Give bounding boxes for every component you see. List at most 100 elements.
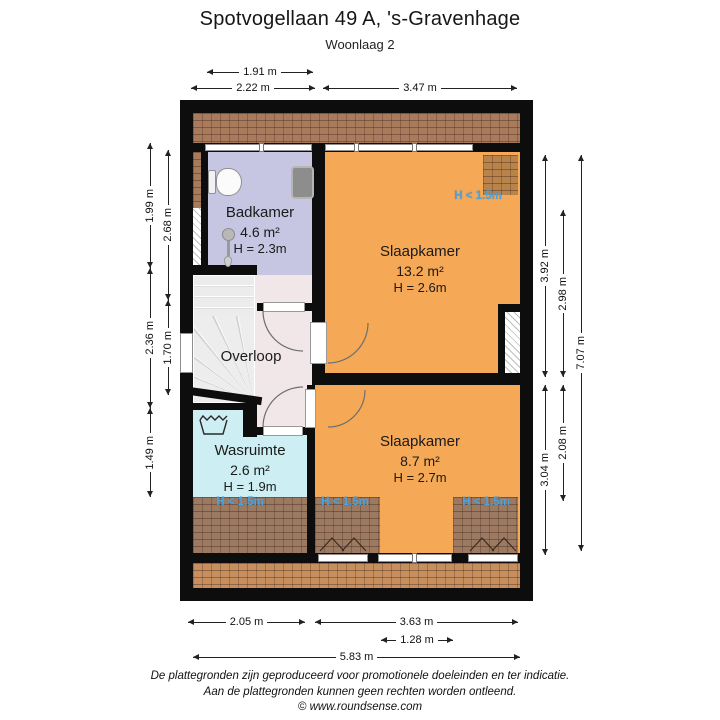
window-bottom-left	[318, 554, 368, 562]
dim-top-3: 3.47 m	[323, 81, 518, 95]
floorplan: Badkamer 4.6 m² H = 2.3m Slaapkamer 13.2…	[180, 100, 533, 601]
window-top-bathroom	[205, 144, 312, 151]
dim-right-3: 7.07 m	[574, 155, 588, 552]
dim-right-2: 2.98 m	[556, 210, 570, 378]
label-badkamer: Badkamer 4.6 m² H = 2.3m	[208, 203, 312, 258]
toilet-bowl-icon	[216, 168, 242, 196]
label-wasruimte: Wasruimte 2.6 m² H = 1.9m	[193, 441, 307, 496]
dim-label: 2.68 m	[162, 208, 174, 242]
window-bottom-right	[468, 554, 518, 562]
window-mullion	[259, 143, 264, 152]
wall-badkamer-left	[201, 152, 208, 275]
roof-patch-wasruimte	[193, 497, 307, 553]
disclaimer-line-2: Aan de plattegronden kunnen geen rechten…	[203, 686, 517, 698]
window-mullion	[354, 143, 359, 152]
window-stairwell	[180, 333, 193, 373]
room-overloop-ext	[257, 311, 312, 427]
roof-patch-bedroom2-left	[315, 497, 380, 553]
room-area: 13.2 m²	[396, 262, 444, 279]
room-name: Overloop	[220, 348, 282, 365]
dim-right-5: 2.08 m	[556, 385, 570, 502]
low-height-label-bedroom2-left: H < 1.5m	[321, 496, 369, 508]
dim-right-1: 3.92 m	[538, 155, 552, 378]
roof-patch-bedroom2-right	[453, 497, 518, 553]
room-height: H = 2.6m	[393, 279, 447, 295]
window-top-bedroom	[325, 144, 473, 151]
door-wasruimte	[263, 426, 303, 436]
room-name: Wasruimte	[214, 442, 286, 459]
window-mullion	[412, 143, 417, 152]
shower-hose-icon	[227, 241, 230, 256]
wall-niche-top	[498, 304, 520, 312]
wall-badkamer-bottom	[201, 265, 257, 275]
void-hatch-left	[193, 208, 201, 265]
dim-label: 3.63 m	[399, 616, 434, 628]
low-height-label-wasruimte: H < 1.5m	[216, 496, 264, 508]
room-height: H = 1.9m	[223, 478, 277, 494]
shower-head-icon	[222, 228, 235, 241]
toilet-tank-icon	[208, 170, 216, 194]
dim-left-5: 1.70 m	[161, 300, 175, 396]
room-area: 4.6 m²	[240, 223, 280, 240]
door-badkamer	[263, 302, 305, 312]
dim-label: 3.47 m	[403, 82, 437, 94]
dim-top-2: 2.22 m	[191, 81, 316, 95]
dim-label: 2.08 m	[557, 426, 569, 460]
laundry-basket-icon	[199, 414, 228, 435]
room-area: 8.7 m²	[400, 452, 440, 469]
door-arc-wasruimte	[262, 386, 304, 428]
door-arc-badkamer	[262, 310, 304, 352]
page-title: Spotvogellaan 49 A, 's-Gravenhage	[199, 8, 521, 30]
roof-strip-left	[193, 152, 201, 208]
dim-label: 1.70 m	[162, 330, 174, 365]
wall-wasruimte-step	[243, 403, 257, 437]
wall-bedroom-divider	[312, 373, 520, 385]
skylight-chevron-right-icon	[469, 537, 517, 552]
copyright-line: © www.roundsense.com	[297, 701, 423, 713]
label-slaapkamer-1: Slaapkamer 13.2 m² H = 2.6m	[330, 242, 510, 297]
dim-label: 7.07 m	[575, 336, 587, 370]
dim-right-4: 3.04 m	[538, 385, 552, 556]
roof-strip-top	[193, 113, 520, 143]
door-slaapkamer-2	[305, 389, 316, 428]
room-name: Badkamer	[225, 204, 295, 221]
dim-label: 1.49 m	[144, 435, 156, 470]
dim-label: 1.28 m	[400, 634, 434, 646]
dim-label: 2.98 m	[557, 276, 569, 311]
wall-wasruimte-top	[193, 403, 257, 410]
dim-left-1: 1.99 m	[143, 143, 157, 269]
skylight-chevron-left-icon	[319, 537, 367, 552]
roof-strip-bottom	[193, 563, 520, 588]
room-name: Slaapkamer	[379, 243, 461, 260]
dim-bottom-3: 1.28 m	[381, 633, 454, 647]
wall-niche-left	[498, 304, 505, 373]
stairs-winder	[194, 316, 254, 402]
dim-label: 2.22 m	[236, 82, 270, 94]
dim-label: 3.04 m	[539, 453, 551, 487]
wall-bedroom2-left	[307, 385, 315, 553]
label-overloop: Overloop	[196, 347, 306, 367]
dim-top-1: 1.91 m	[207, 65, 314, 79]
wall-chunk	[193, 265, 201, 275]
dim-label: 5.83 m	[339, 651, 374, 663]
dim-left-2: 2.36 m	[143, 268, 157, 409]
stairs-straight	[194, 276, 254, 316]
plan-symbols	[199, 310, 517, 552]
door-slaapkamer-1	[310, 322, 327, 364]
room-name: Slaapkamer	[379, 433, 461, 450]
room-area: 2.6 m²	[230, 461, 270, 478]
low-height-label-bedroom2-right: H < 1.5m	[462, 496, 510, 508]
dim-label: 2.36 m	[144, 321, 156, 355]
dim-label: 1.99 m	[144, 188, 156, 223]
floor-subtitle: Woonlaag 2	[325, 37, 395, 52]
niche-hatch	[505, 312, 520, 373]
dim-label: 2.05 m	[229, 616, 264, 628]
room-height: H = 2.7m	[393, 469, 447, 485]
room-wasruimte-ext	[193, 435, 307, 497]
dim-left-3: 1.49 m	[143, 408, 157, 498]
shower-handset-icon	[224, 256, 232, 267]
room-height: H = 2.3m	[233, 240, 287, 256]
shower-tray-icon	[291, 166, 314, 199]
door-arc-slaapkamer1	[327, 322, 369, 364]
